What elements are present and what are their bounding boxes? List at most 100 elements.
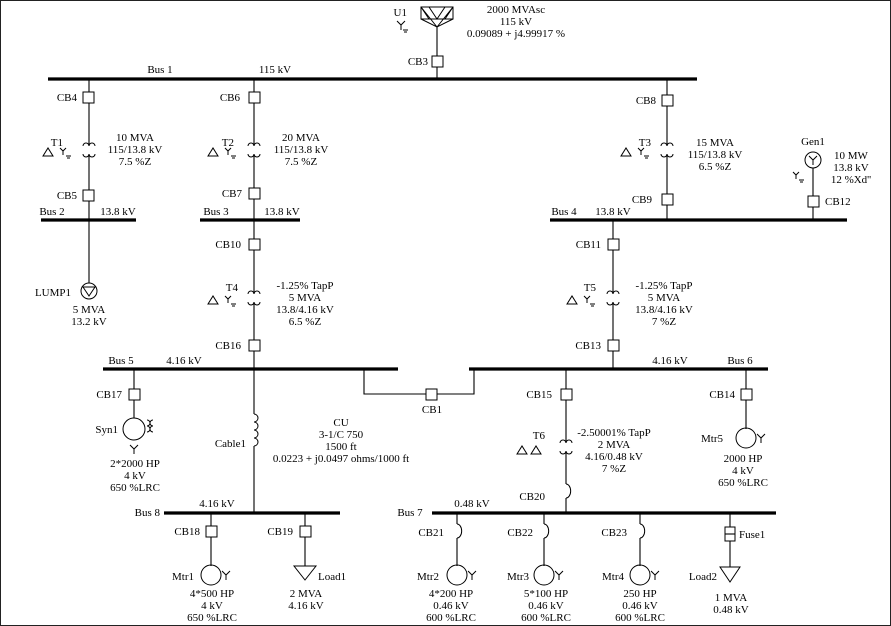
- motor-icon: [629, 564, 651, 586]
- bus8-kv: 4.16 kV: [199, 498, 235, 510]
- cable1-material: CU: [333, 417, 348, 429]
- mtr4-hp: 250 HP: [623, 588, 656, 600]
- ground-wye-icon: [792, 171, 804, 183]
- breaker-cb7[interactable]: [248, 187, 261, 200]
- cb12-label: CB12: [825, 196, 851, 208]
- cb19-label: CB19: [267, 526, 293, 538]
- breaker-cb20[interactable]: [565, 483, 572, 499]
- load1-id: Load1: [318, 571, 346, 583]
- branch-t4: CB10 T4 -1.25% TapP 5 MVA 13.8/4.16 kV 6…: [207, 220, 334, 369]
- cb17-label: CB17: [96, 389, 122, 401]
- bus-2[interactable]: Bus 2 13.8 kV: [39, 206, 136, 222]
- mtr5-hp: 2000 HP: [724, 453, 763, 465]
- bus-5[interactable]: Bus 5 4.16 kV: [103, 355, 398, 371]
- mtr2-lrc: 600 %LRC: [426, 612, 476, 624]
- breaker-cb4[interactable]: [82, 91, 95, 104]
- breaker-cb18[interactable]: [205, 525, 218, 538]
- breaker-cb9[interactable]: [661, 193, 674, 206]
- lump1-kv: 13.2 kV: [71, 316, 107, 328]
- mtr3-kv: 0.46 kV: [528, 600, 564, 612]
- breaker-cb14[interactable]: [740, 388, 753, 401]
- motor-icon: [533, 564, 555, 586]
- load-arrow-icon: [719, 566, 741, 583]
- bus1-name: Bus 1: [147, 64, 172, 76]
- breaker-cb19[interactable]: [299, 525, 312, 538]
- bus4-kv: 13.8 kV: [595, 206, 631, 218]
- breaker-cb17[interactable]: [128, 388, 141, 401]
- t6-impedance: 7 %Z: [602, 463, 626, 475]
- bus-7[interactable]: Bus 7 0.48 kV: [397, 498, 776, 519]
- breaker-cb6[interactable]: [248, 91, 261, 104]
- t5-mva: 5 MVA: [648, 292, 681, 304]
- cable-icon: [253, 413, 259, 447]
- load-arrow-icon: [292, 565, 318, 581]
- breaker-cb12[interactable]: [807, 195, 820, 208]
- mtr3-hp: 5*100 HP: [524, 588, 568, 600]
- ground-wye-icon: [396, 20, 408, 33]
- t4-tap: -1.25% TapP: [276, 280, 333, 292]
- load1-kv: 4.16 kV: [288, 600, 324, 612]
- generator-gen1[interactable]: Gen1 10 MW 13.8 kV 12 %Xd'' CB12: [792, 136, 871, 220]
- delta-wye-icon: [42, 147, 71, 159]
- induction-motor-mtr1[interactable]: CB18 Mtr1 4*500 HP 4 kV 650 %LRC: [172, 513, 237, 624]
- induction-motor-mtr4[interactable]: CB23 Mtr4 250 HP 0.46 kV 600 %LRC: [601, 513, 665, 624]
- cb15-label: CB15: [526, 389, 552, 401]
- breaker-cb3[interactable]: CB3: [408, 55, 444, 79]
- syn1-hp: 2*2000 HP: [110, 458, 160, 470]
- synchronous-motor-syn1[interactable]: CB17 Syn1 2*2000 HP 4 kV 650 %LRC: [95, 369, 160, 494]
- static-load-load1[interactable]: CB19 Load1 2 MVA 4.16 kV: [267, 513, 346, 612]
- lump1-load[interactable]: LUMP1 5 MVA 13.2 kV: [35, 220, 107, 328]
- t1-ratio: 115/13.8 kV: [108, 144, 163, 156]
- breaker-cb21[interactable]: [456, 523, 463, 539]
- branch-t1: CB4 T1 10 MVA 115/13.8 kV 7.5 %Z CB5: [42, 79, 163, 220]
- breaker-cb8[interactable]: [661, 94, 674, 107]
- t2-mva: 20 MVA: [282, 132, 320, 144]
- breaker-cb11[interactable]: [607, 238, 620, 251]
- utility-id: U1: [394, 7, 407, 19]
- cable-cable1[interactable]: Cable1 CU 3-1/C 750 1500 ft 0.0223 + j0.…: [215, 369, 409, 513]
- branch-t2: CB6 T2 20 MVA 115/13.8 kV 7.5 %Z CB7: [207, 79, 328, 220]
- breaker-cb23[interactable]: [639, 523, 646, 539]
- breaker-cb13[interactable]: [607, 339, 620, 352]
- bus6-name: Bus 6: [727, 355, 753, 367]
- induction-motor-mtr2[interactable]: CB21 Mtr2 4*200 HP 0.46 kV 600 %LRC: [417, 513, 477, 624]
- breaker-cb10[interactable]: [248, 238, 261, 251]
- mtr2-id: Mtr2: [417, 571, 439, 583]
- bus-4[interactable]: Bus 4 13.8 kV: [550, 206, 847, 222]
- t6-mva: 2 MVA: [598, 439, 631, 451]
- induction-motor-mtr3[interactable]: CB22 Mtr3 5*100 HP 0.46 kV 600 %LRC: [507, 513, 571, 624]
- cb16-label: CB16: [215, 340, 241, 352]
- bus8-name: Bus 8: [135, 507, 161, 519]
- t4-impedance: 6.5 %Z: [289, 316, 322, 328]
- delta-delta-icon: [516, 445, 542, 455]
- t3-ratio: 115/13.8 kV: [688, 149, 743, 161]
- induction-motor-mtr5[interactable]: CB14 Mtr5 2000 HP 4 kV 650 %LRC: [701, 369, 768, 489]
- t3-mva: 15 MVA: [696, 137, 734, 149]
- breaker-cb5[interactable]: [82, 189, 95, 202]
- t4-mva: 5 MVA: [289, 292, 322, 304]
- breaker-cb16[interactable]: [248, 339, 261, 352]
- utility-u1[interactable]: U1 2000 MVAsc 115 kV 0.09089 + j4.99917 …: [394, 4, 566, 57]
- delta-wye-icon: [207, 295, 236, 307]
- bus-8[interactable]: Bus 8 4.16 kV: [135, 498, 340, 519]
- wye-icon: [756, 433, 766, 443]
- t2-id: T2: [222, 137, 234, 149]
- cb7-label: CB7: [222, 188, 243, 200]
- branch-t6: CB15 T6 -2.50001% TapP 2 MVA 4.16/0.48 k…: [516, 369, 651, 513]
- bus-3[interactable]: Bus 3 13.8 kV: [200, 206, 300, 222]
- syn1-lrc: 650 %LRC: [110, 482, 160, 494]
- bus-6[interactable]: 4.16 kV Bus 6: [469, 355, 768, 371]
- t5-tap: -1.25% TapP: [635, 280, 692, 292]
- bus-1[interactable]: Bus 1 115 kV: [48, 64, 697, 81]
- delta-wye-icon: [566, 295, 595, 307]
- cb11-label: CB11: [576, 239, 601, 251]
- mtr5-lrc: 650 %LRC: [718, 477, 768, 489]
- t6-ratio: 4.16/0.48 kV: [585, 451, 643, 463]
- tie-breaker-cb1[interactable]: CB1: [363, 369, 475, 416]
- fuse-fuse1[interactable]: [724, 526, 736, 542]
- breaker-cb15[interactable]: [560, 388, 573, 401]
- static-load-load2[interactable]: Fuse1 Load2 1 MVA 0.48 kV: [689, 513, 765, 616]
- breaker-cb22[interactable]: [543, 523, 550, 539]
- t4-id: T4: [226, 282, 239, 294]
